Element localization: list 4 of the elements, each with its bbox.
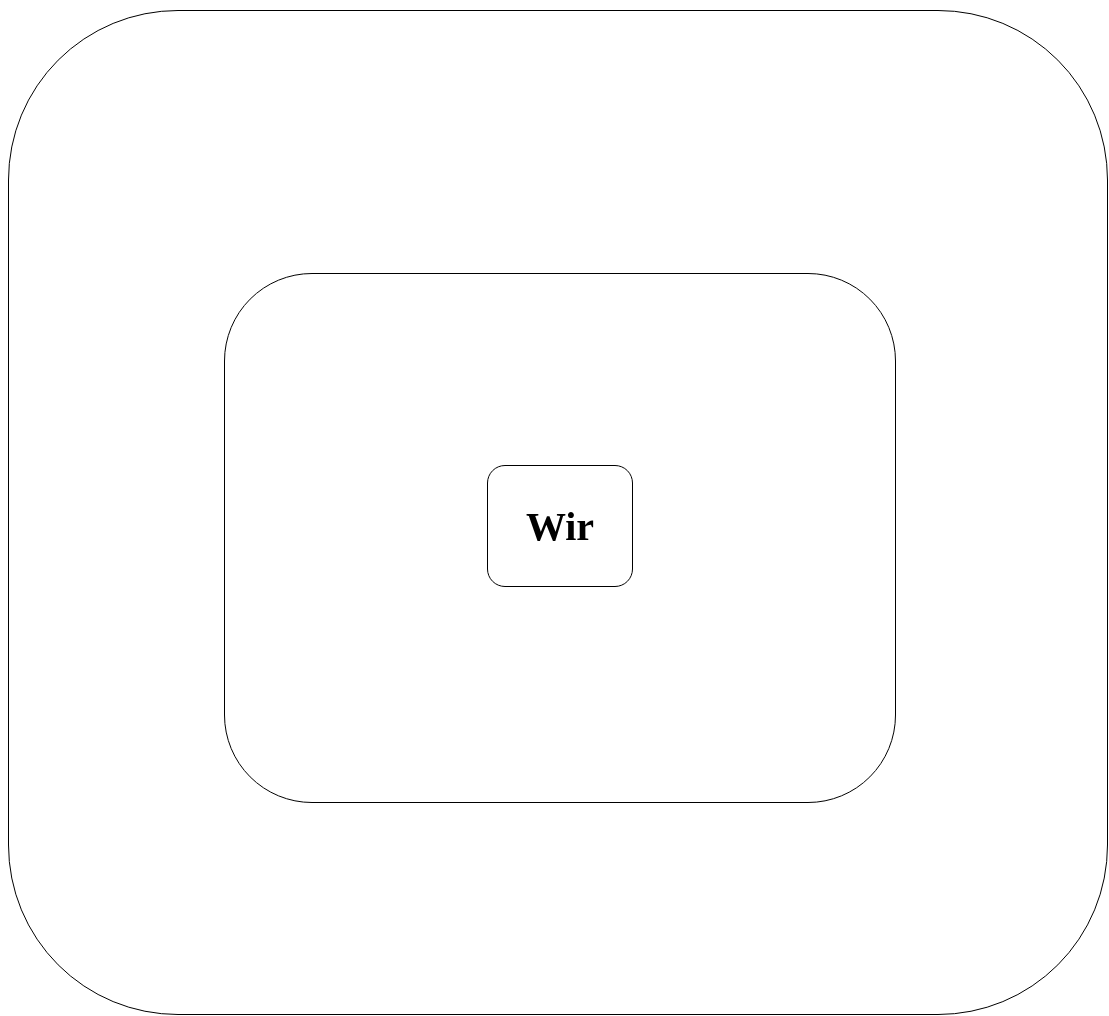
rounded-box	[224, 273, 896, 803]
rounded-box	[8, 10, 1108, 1015]
text-box	[487, 465, 633, 587]
node-label: Wir	[525, 502, 595, 550]
